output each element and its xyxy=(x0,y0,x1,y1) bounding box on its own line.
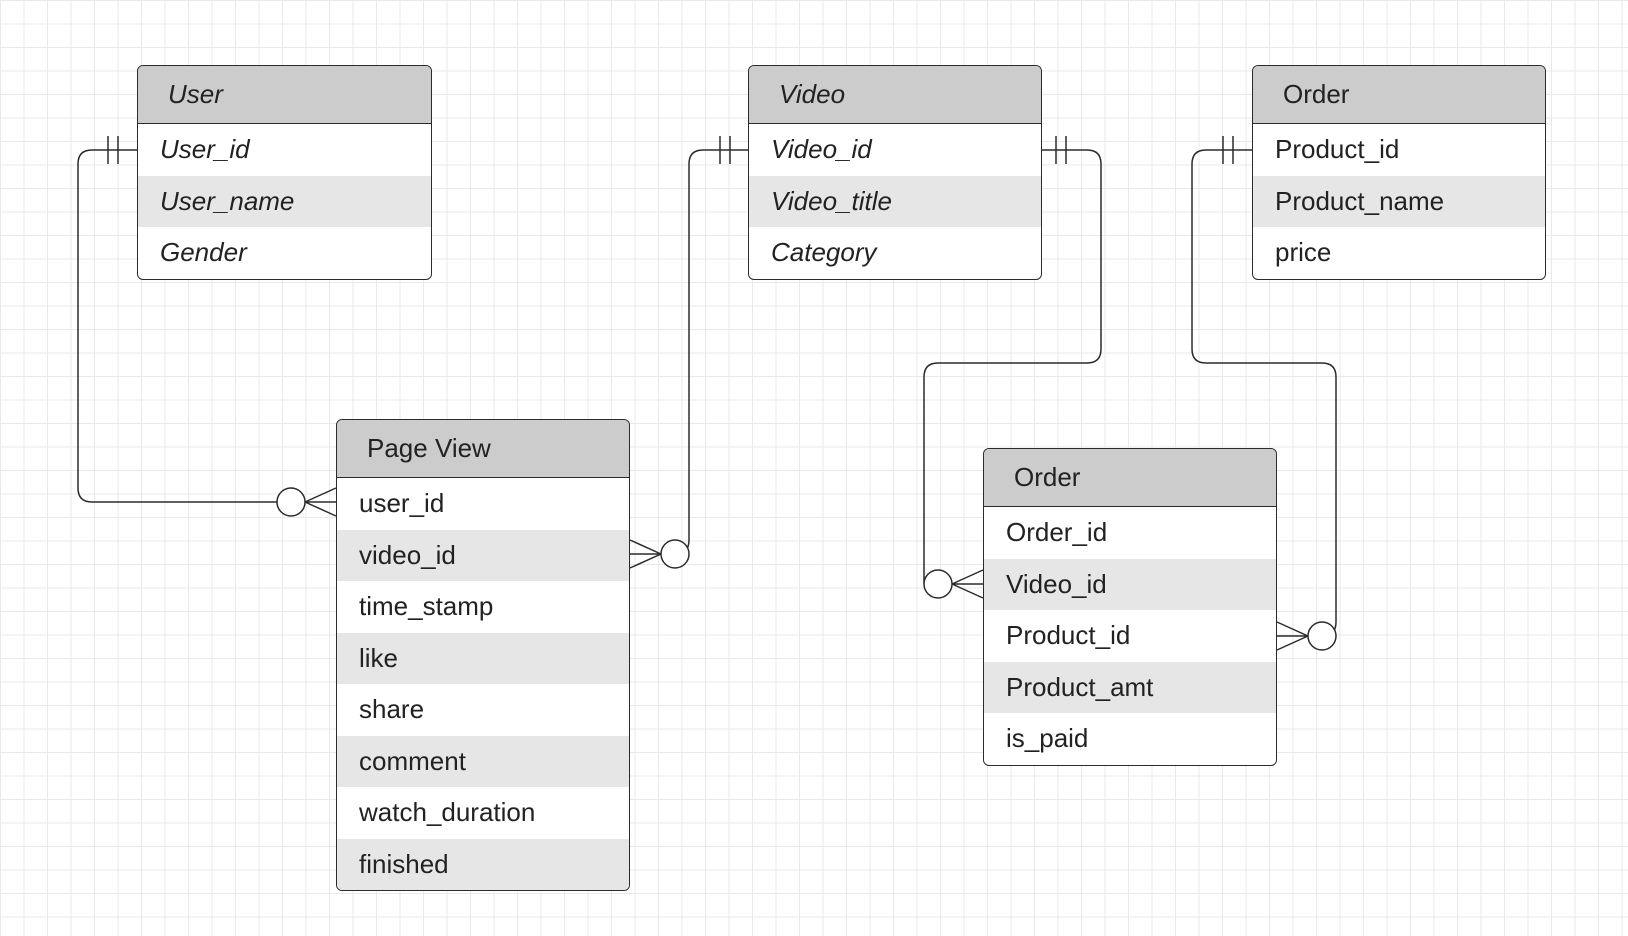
entity-field: price xyxy=(1275,237,1332,268)
entity-field: Gender xyxy=(160,237,247,268)
crows-foot xyxy=(629,539,662,569)
zero-marker xyxy=(660,539,690,569)
entity-field: user_id xyxy=(359,488,445,519)
crows-foot xyxy=(951,569,984,599)
entity-field: Product_id xyxy=(1275,134,1400,165)
entity-field: Product_amt xyxy=(984,661,1276,713)
entity-field: User_name xyxy=(138,175,431,227)
entity-field: Video_id xyxy=(771,134,872,165)
entity-field: Video_id xyxy=(984,558,1276,610)
entity-field: time_stamp xyxy=(359,591,494,622)
entity-field: User_id xyxy=(160,134,250,165)
connector-video-pageview xyxy=(674,149,748,555)
zero-marker xyxy=(923,569,953,599)
entity-field: Order_id xyxy=(1006,517,1108,548)
entity-field: Video_title xyxy=(749,175,1041,227)
entity-field: Category xyxy=(771,237,877,268)
entity-title: Video xyxy=(749,66,1041,124)
entity-field: Product_name xyxy=(1253,175,1545,227)
zero-marker xyxy=(276,487,306,517)
connector-user-pageview xyxy=(77,149,277,503)
crows-foot xyxy=(304,487,337,517)
zero-marker xyxy=(1307,621,1337,651)
entity-field: comment xyxy=(337,735,629,787)
entity-field: share xyxy=(359,694,425,725)
entity-field: is_paid xyxy=(1006,723,1089,754)
entity-title: Order xyxy=(1253,66,1545,124)
entity-field: video_id xyxy=(337,529,629,581)
entity-title: User xyxy=(138,66,431,124)
entity-user[interactable]: User User_id User_name Gender xyxy=(137,65,432,280)
connector-product-order xyxy=(1191,149,1337,637)
entity-field: finished xyxy=(337,838,629,890)
crows-foot xyxy=(1276,621,1309,651)
entity-title: Page View xyxy=(337,420,629,478)
entity-field: like xyxy=(337,632,629,684)
entity-video[interactable]: Video Video_id Video_title Category xyxy=(748,65,1042,280)
entity-product[interactable]: Order Product_id Product_name price xyxy=(1252,65,1546,280)
entity-field: watch_duration xyxy=(359,797,536,828)
entity-field: Product_id xyxy=(1006,620,1131,651)
connector-video-order xyxy=(923,149,1102,584)
entity-order[interactable]: Order Order_id Video_id Product_id Produ… xyxy=(983,448,1277,766)
entity-title: Order xyxy=(984,449,1276,507)
entity-page-view[interactable]: Page View user_id video_id time_stamp li… xyxy=(336,419,630,891)
